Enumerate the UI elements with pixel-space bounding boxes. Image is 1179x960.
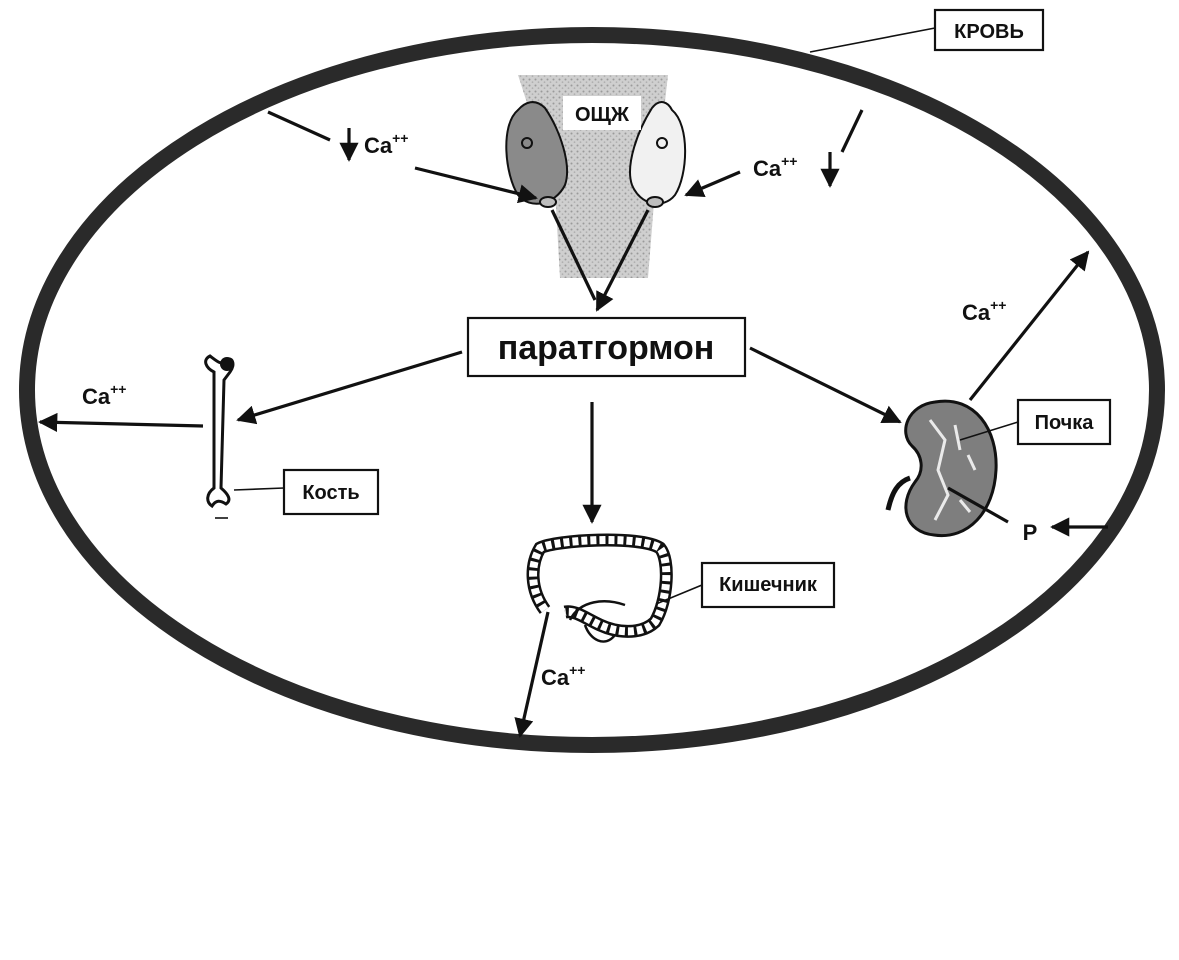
bone-head xyxy=(220,357,234,371)
right-ca-to-parathyroid-arrow xyxy=(684,170,741,198)
intestine-label: Кишечник xyxy=(719,574,818,596)
bone-ca-release-arrow xyxy=(38,412,204,433)
kidney-label-box xyxy=(1016,398,1112,446)
intestine-label-leader xyxy=(655,584,703,605)
intestine-shape-inner xyxy=(529,536,671,636)
hormone-box xyxy=(466,316,747,378)
bone-ca-ion-label: Ca++ xyxy=(82,381,126,409)
bone-label-leader xyxy=(233,487,285,491)
hormone-to-kidney-arrow xyxy=(749,346,902,424)
bone-label-box xyxy=(282,468,380,516)
parathyroid-left-to-hormone-line xyxy=(550,209,597,301)
intestine-ca-ion-label: Ca++ xyxy=(541,662,585,690)
left-ca-sensing-line xyxy=(267,110,331,142)
parathyroid-right-lobe xyxy=(629,101,687,205)
parathyroid-label-box xyxy=(563,96,641,130)
bone-label: Кость xyxy=(302,482,359,504)
parathyroid-gland-upper-right xyxy=(656,137,668,149)
parathyroid-left-lobe xyxy=(505,101,569,205)
small-intestine-loop xyxy=(568,600,626,643)
intestine-label-box xyxy=(700,561,836,609)
intestine-ca-absorption-arrow xyxy=(514,611,550,738)
bone-shape xyxy=(204,354,235,509)
parathyroid-right-to-hormone-arrow xyxy=(595,209,650,312)
blood-label-leader xyxy=(809,27,936,53)
blood-vessel-outline xyxy=(19,27,1165,753)
kidney-label: Почка xyxy=(1035,412,1095,434)
kidney-ca-reabsorption-arrow xyxy=(968,250,1090,401)
left-ca-ion-label: Ca++ xyxy=(364,130,408,158)
parathyroid-gland-lower-left xyxy=(539,196,557,208)
parathyroid-label: ОЩЖ xyxy=(575,104,630,126)
kidney-shape xyxy=(904,399,998,538)
kidney-label-leader xyxy=(959,421,1019,441)
blood-label: КРОВЬ xyxy=(954,21,1024,43)
parathyroid-gland-upper-left xyxy=(521,137,533,149)
kidney-inner-structure xyxy=(928,419,977,521)
right-ca-sensing-line xyxy=(840,109,864,153)
phosphate-label: P xyxy=(1023,520,1038,545)
right-ca-ion-label: Ca++ xyxy=(753,153,797,181)
parathyroid-gland-lower-right xyxy=(646,196,664,208)
hormone-to-bone-arrow xyxy=(236,350,463,425)
hormone-label: паратгормон xyxy=(498,329,715,367)
kidney-ca-ion-label: Ca++ xyxy=(962,297,1006,325)
intestine-shape xyxy=(526,533,673,638)
phosphate-to-kidney-line xyxy=(947,486,1009,524)
left-ca-to-parathyroid-arrow xyxy=(414,166,538,204)
blood-label-box xyxy=(933,8,1045,52)
kidney-ureter xyxy=(885,475,911,511)
